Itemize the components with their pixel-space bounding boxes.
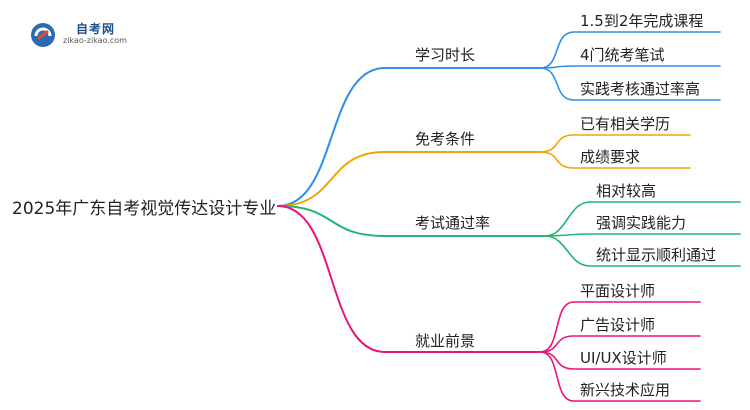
site-logo[interactable]: 自考网 zikao-zikao.com	[30, 20, 140, 52]
connector-career-leaf-1	[539, 301, 701, 353]
branch-career: 就业前景	[415, 332, 476, 350]
connector-study-duration-leaf-3	[539, 67, 721, 101]
branch-exemption: 免考条件	[415, 130, 476, 148]
leaf-career-3: UI/UX设计师	[580, 349, 667, 367]
connector-exemption	[277, 151, 541, 207]
connector-study-duration	[277, 67, 541, 207]
leaf-passrate-1: 相对较高	[596, 182, 657, 200]
connector-pass-rate-leaf-3	[544, 235, 741, 267]
connector-pass-rate-leaf-1	[544, 201, 741, 237]
connector-exemption-leaf-2	[539, 151, 691, 169]
leaf-career-1: 平面设计师	[580, 282, 656, 300]
logo-url: zikao-zikao.com	[63, 36, 127, 45]
branch-pass-rate: 考试通过率	[415, 214, 491, 232]
connector-study-duration-leaf-1	[539, 31, 721, 69]
logo-name: 自考网	[76, 22, 116, 36]
leaf-career-2: 广告设计师	[580, 316, 656, 334]
connector-exemption-leaf-1	[539, 134, 691, 153]
connector-pass-rate-leaf-2	[544, 233, 741, 237]
root-topic: 2025年广东自考视觉传达设计专业	[12, 199, 277, 219]
connector-study-duration-leaf-2	[539, 65, 721, 69]
connector-pass-rate	[277, 205, 546, 237]
leaf-career-4: 新兴技术应用	[580, 381, 671, 399]
leaf-passrate-2: 强调实践能力	[596, 214, 687, 232]
connector-career-leaf-2	[539, 335, 701, 353]
logo-icon	[31, 23, 55, 47]
leaf-duration-3: 实践考核通过率高	[580, 80, 701, 98]
connector-career	[277, 205, 541, 353]
leaf-exemption-2: 成绩要求	[580, 148, 641, 166]
branch-study-duration: 学习时长	[415, 46, 476, 64]
leaf-duration-2: 4门统考笔试	[580, 46, 665, 64]
connector-career-leaf-4	[539, 351, 701, 402]
leaf-duration-1: 1.5到2年完成课程	[580, 12, 704, 30]
leaf-exemption-1: 已有相关学历	[580, 115, 671, 133]
leaf-passrate-3: 统计显示顺利通过	[596, 246, 717, 264]
